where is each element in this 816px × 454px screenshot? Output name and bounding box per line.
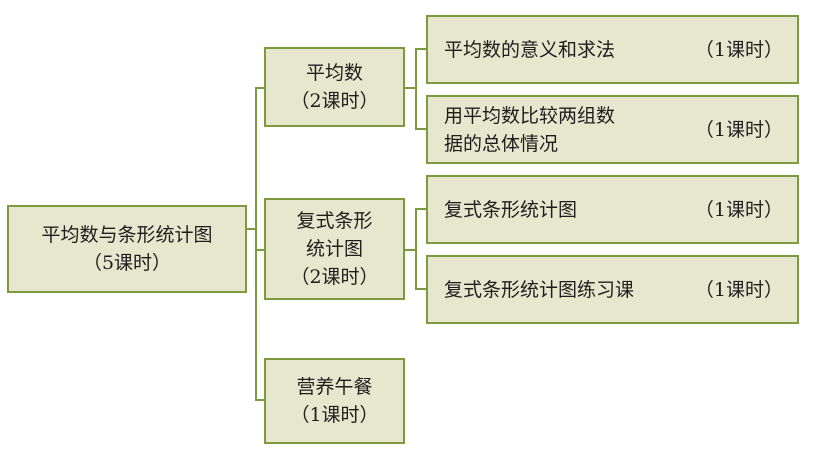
connector-to-lesson-1 [415, 48, 427, 50]
connector-to-lesson-3 [415, 208, 427, 210]
lesson-hours: （1课时） [694, 118, 783, 141]
lesson-node-1: 平均数的意义和求法 （1课时） [426, 15, 799, 84]
root-title: 平均数与条形统计图 [41, 224, 213, 246]
connector-unit-2-spine [415, 208, 417, 290]
lesson-title: 复式条形统计图练习课 [444, 278, 635, 301]
lesson-hours: （1课时） [694, 278, 783, 301]
connector-unit-1-spine [415, 48, 417, 130]
connector-to-lesson-2 [415, 128, 427, 130]
unit-node-bar-chart: 复式条形 统计图 （2课时） [264, 198, 405, 300]
connector-to-unit-3 [255, 399, 265, 401]
lesson-hours: （1课时） [694, 38, 783, 61]
lesson-title: 平均数的意义和求法 [444, 38, 616, 61]
root-hours: （5课时） [82, 252, 172, 274]
root-node: 平均数与条形统计图 （5课时） [7, 205, 247, 293]
lesson-title: 用平均数比较两组数 据的总体情况 [444, 104, 616, 155]
unit-node-nutrition-lunch: 营养午餐 （1课时） [264, 358, 405, 444]
unit-title: 营养午餐 [296, 376, 373, 398]
lesson-node-4: 复式条形统计图练习课 （1课时） [426, 255, 799, 324]
connector-unit-1-stem [404, 87, 416, 89]
connector-root-stem [246, 228, 256, 230]
connector-to-lesson-4 [415, 288, 427, 290]
connector-unit-2-stem [404, 249, 416, 251]
unit-node-average: 平均数 （2课时） [264, 47, 405, 127]
lesson-hours: （1课时） [694, 198, 783, 221]
connector-to-unit-1 [255, 87, 265, 89]
unit-title: 复式条形 统计图 [296, 210, 373, 260]
lesson-node-2: 用平均数比较两组数 据的总体情况 （1课时） [426, 95, 799, 164]
lesson-title: 复式条形统计图 [444, 198, 578, 221]
unit-hours: （2课时） [290, 266, 379, 288]
lesson-node-3: 复式条形统计图 （1课时） [426, 175, 799, 244]
unit-hours: （1课时） [290, 404, 379, 426]
connector-to-unit-2 [255, 249, 265, 251]
unit-title: 平均数 [305, 62, 363, 84]
unit-hours: （2课时） [290, 90, 379, 112]
connector-root-spine [255, 87, 257, 401]
